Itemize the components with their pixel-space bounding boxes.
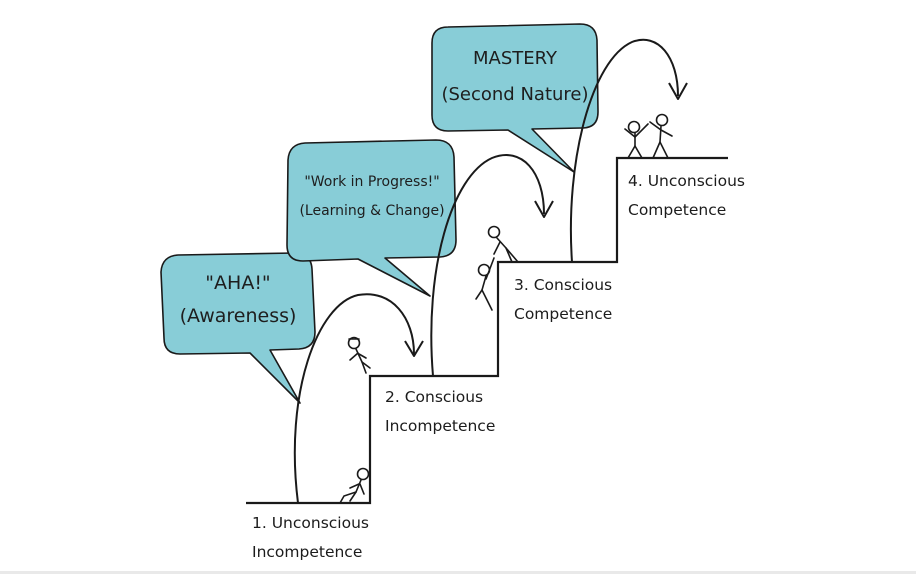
step-4-line1: 4. Unconscious (628, 172, 745, 190)
step-4-line2: Competence (628, 201, 727, 219)
bubble-aha-line2: (Awareness) (179, 305, 297, 327)
step-4-label: 4. Unconscious Competence (628, 167, 745, 225)
step-2-label: 2. Conscious Incompetence (385, 383, 495, 441)
arc-step2-to-step3 (430, 154, 545, 377)
stick-figures-celebrating (624, 113, 673, 159)
arc-step3-to-step4 (569, 39, 679, 263)
bubble-mastery-line1: MASTERY (473, 48, 557, 69)
staircase-outline (246, 156, 728, 505)
bubble-mastery-text: MASTERY (Second Nature) (432, 41, 598, 113)
stick-figure-sitting (339, 467, 370, 504)
step-3-label: 3. Conscious Competence (514, 271, 612, 329)
step-1-label: 1. Unconscious Incompetence (252, 509, 369, 567)
step-1-line1: 1. Unconscious (252, 514, 369, 532)
bubble-progress-line1: "Work in Progress!" (304, 174, 440, 190)
arrowhead-2 (534, 200, 554, 218)
step-2-line2: Incompetence (385, 417, 496, 435)
step-3-line1: 3. Conscious (514, 276, 613, 294)
bubble-progress-text: "Work in Progress!" (Learning & Change) (288, 168, 456, 226)
arc-step1-to-step2 (293, 293, 415, 504)
bottom-divider (0, 571, 916, 574)
bubble-mastery-shape (431, 23, 599, 173)
bubble-progress-line2: (Learning & Change) (299, 203, 445, 219)
bubble-aha-text: "AHA!" (Awareness) (163, 267, 313, 333)
step-2-line1: 2. Conscious (385, 388, 484, 406)
bubble-aha-shape (160, 252, 316, 404)
bubble-mastery-line2: (Second Nature) (441, 84, 589, 105)
stick-figures-climbing (475, 225, 519, 311)
bubble-aha-line1: "AHA!" (205, 272, 271, 294)
stick-figure-thinking (347, 336, 371, 374)
bubble-progress-shape (286, 139, 457, 297)
arrowhead-3 (668, 82, 688, 100)
step-3-line2: Competence (514, 305, 613, 323)
step-1-line2: Incompetence (252, 543, 363, 561)
arrowhead-1 (404, 340, 424, 357)
